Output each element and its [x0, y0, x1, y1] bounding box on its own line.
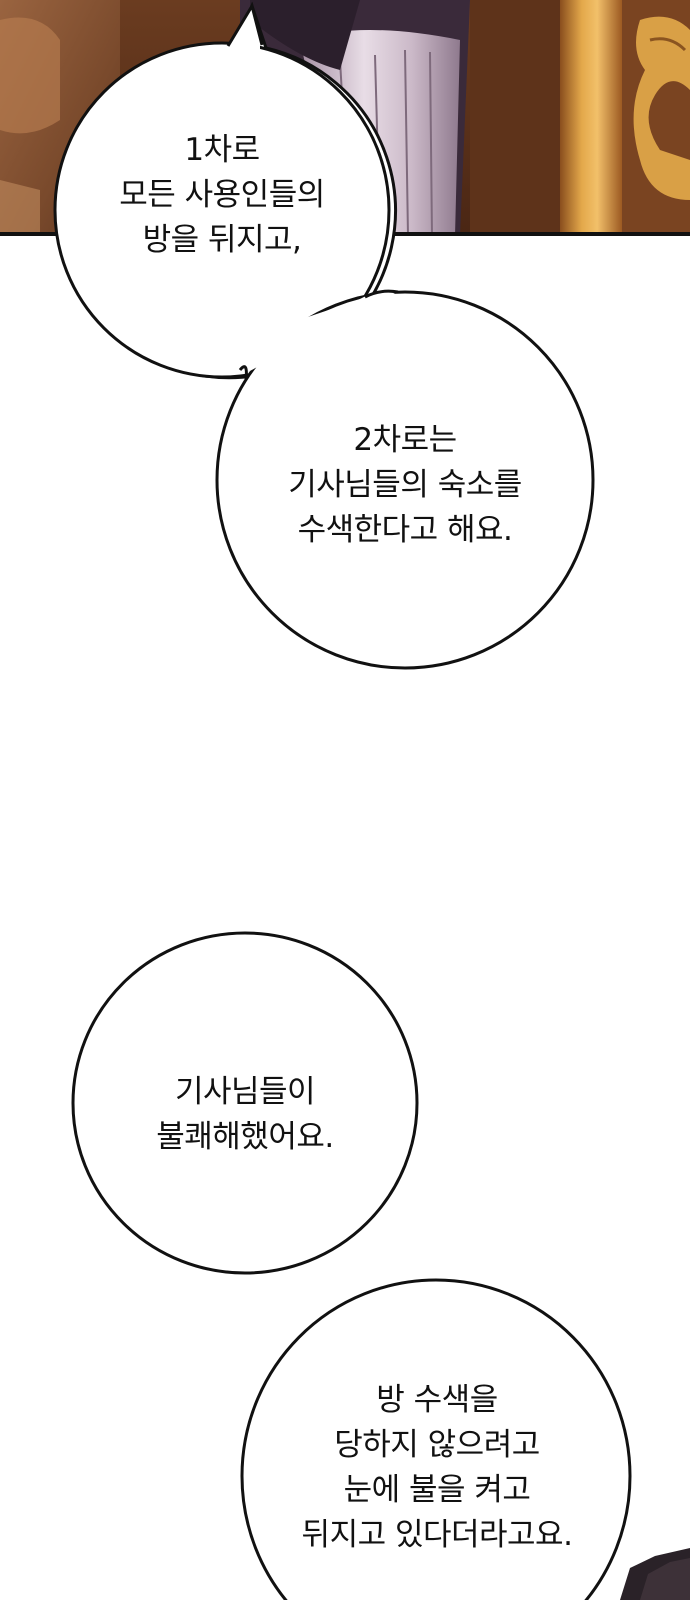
ornament-curl [649, 37, 687, 52]
bubble-3-line-1: 기사님들이 [174, 1074, 316, 1110]
bubble-4-line-2: 당하지 않으려고 [334, 1427, 540, 1463]
speech-bubble-3-text: 기사님들이 불쾌해했어요. [95, 1070, 395, 1160]
bubble-1-tail-mask [232, 44, 260, 52]
speech-bubble-1-circle [53, 41, 391, 379]
bubble-1-line-1: 1차로 [184, 132, 260, 168]
comic-panel-illustration [0, 0, 690, 236]
panel-artwork [0, 0, 690, 236]
bubble-4-line-3: 눈에 불을 켜고 [343, 1472, 531, 1508]
bubble-2-line-1: 2차로는 [353, 422, 457, 458]
bubble-2-line-3: 수색한다고 해요. [297, 512, 513, 548]
connector-edge-bottom [238, 365, 248, 381]
speech-bubble-4-circle [240, 1278, 632, 1604]
next-panel-fragment [600, 1548, 690, 1600]
bubble-4-line-1: 방 수색을 [376, 1382, 498, 1418]
bubble-3-line-2: 불쾌해했어요. [156, 1119, 334, 1155]
figure-shoulder [250, 0, 360, 70]
speech-bubble-2-circle [215, 290, 595, 670]
gold-ornament [633, 16, 690, 200]
bubble-4-line-4: 뒤지고 있다더라고요. [301, 1517, 573, 1553]
left-panel-detail [0, 180, 40, 236]
speech-bubble-4-text: 방 수색을 당하지 않으려고 눈에 불을 켜고 뒤지고 있다더라고요. [262, 1378, 612, 1558]
golden-pillar [560, 0, 622, 236]
door-frame [470, 0, 560, 236]
bubble-1-line-3: 방을 뒤지고, [142, 222, 302, 258]
left-carving [0, 17, 60, 134]
speech-bubble-1-text: 1차로 모든 사용인들의 방을 뒤지고, [62, 128, 382, 263]
speech-bubble-2-text: 2차로는 기사님들의 숙소를 수색한다고 해요. [245, 418, 565, 553]
next-panel-artwork [620, 1548, 690, 1600]
connector-edge-top [364, 289, 399, 299]
speech-bubble-3-circle [71, 931, 419, 1275]
bubble-1-line-2: 모든 사용인들의 [119, 177, 325, 213]
bubble-2-line-2: 기사님들의 숙소를 [288, 467, 522, 503]
speech-bubble-1-tail [226, 2, 264, 47]
bubble-connector [240, 292, 395, 372]
